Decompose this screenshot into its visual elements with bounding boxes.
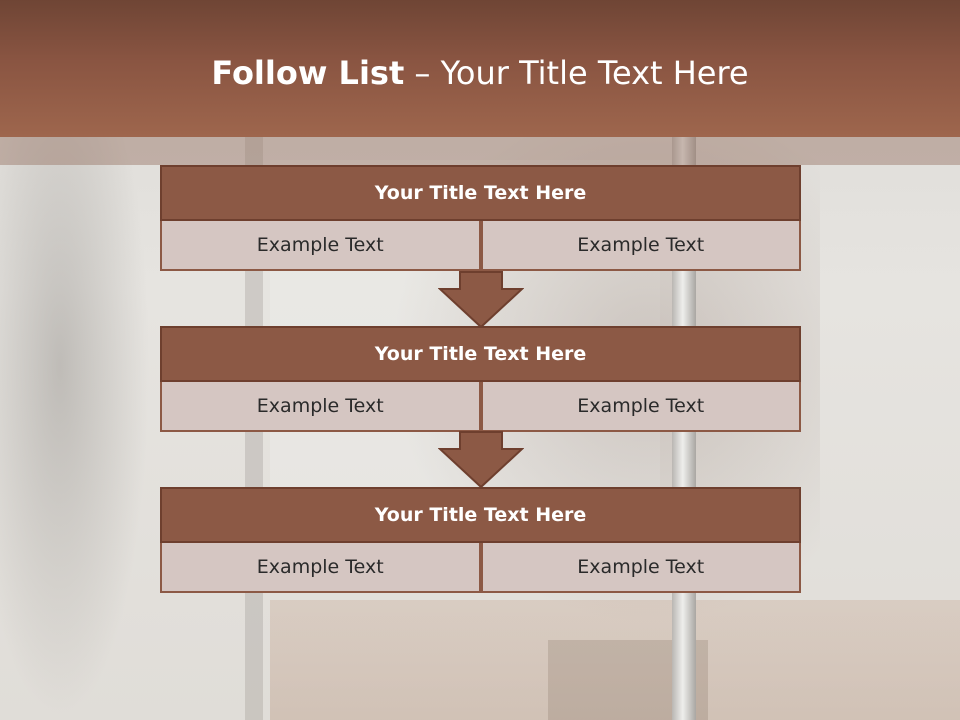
step-cell-right: Example Text <box>480 221 801 271</box>
step-cell-right: Example Text <box>480 382 801 432</box>
step-title: Your Title Text Here <box>160 326 801 382</box>
step-cell-left: Example Text <box>160 221 481 271</box>
step-cell-right: Example Text <box>480 543 801 593</box>
down-arrow-icon <box>438 271 524 329</box>
background-floor <box>270 600 960 720</box>
header-strip <box>0 137 960 165</box>
step-row: Example Text Example Text <box>160 382 801 432</box>
step-title: Your Title Text Here <box>160 165 801 221</box>
page-title-bold: Follow List <box>211 54 405 92</box>
page-title-rest: – Your Title Text Here <box>404 54 749 92</box>
step-cell-left: Example Text <box>160 543 481 593</box>
header-band <box>0 0 960 137</box>
step-title: Your Title Text Here <box>160 487 801 543</box>
step-row: Example Text Example Text <box>160 543 801 593</box>
step-cell-left: Example Text <box>160 382 481 432</box>
step-box-2: Your Title Text Here Example Text Exampl… <box>160 326 801 432</box>
step-box-3: Your Title Text Here Example Text Exampl… <box>160 487 801 593</box>
step-box-1: Your Title Text Here Example Text Exampl… <box>160 165 801 271</box>
background-shadow <box>0 130 150 720</box>
page-title: Follow List – Your Title Text Here <box>0 54 960 92</box>
step-row: Example Text Example Text <box>160 221 801 271</box>
down-arrow-icon <box>438 431 524 489</box>
